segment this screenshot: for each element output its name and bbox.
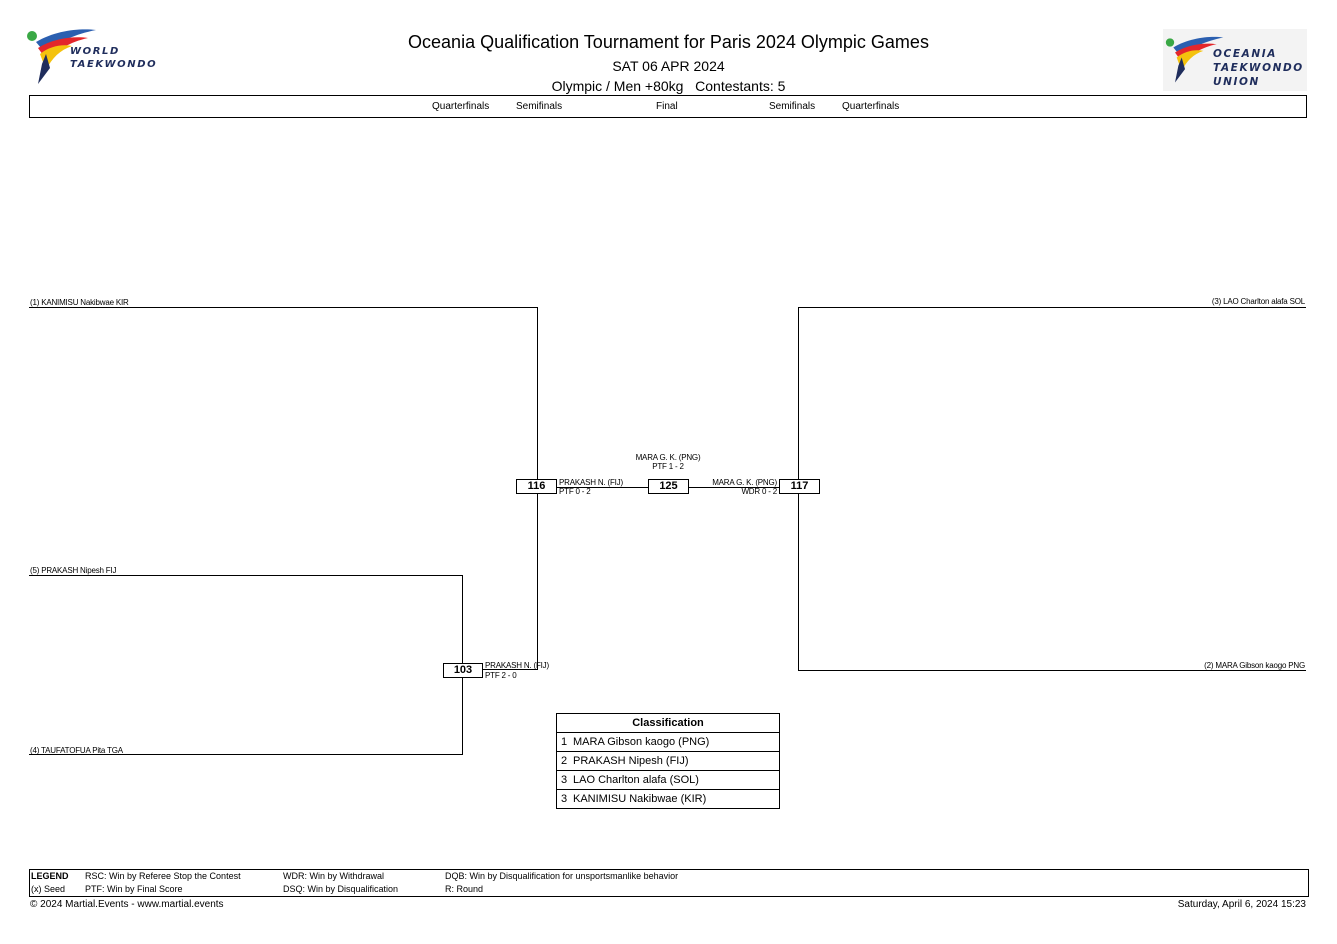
category-line: Olympic / Men +80kg Contestants: 5 — [0, 78, 1337, 94]
oceania-taekwondo-union-logo: OCEANIA TAEKWONDO UNION — [1163, 29, 1307, 91]
match-117-result: WDR 0 - 2 — [741, 487, 777, 496]
category-label: Olympic / Men +80kg — [551, 78, 684, 94]
bracket-line — [29, 575, 463, 576]
classification-rank: 2 — [561, 755, 568, 767]
round-right-quarterfinals: Quarterfinals — [842, 101, 900, 112]
classification-row: 3 LAO Charlton alafa (SOL) — [557, 771, 779, 790]
classification-title: Classification — [557, 714, 779, 733]
bracket-line — [29, 754, 463, 755]
bracket-line — [798, 307, 1306, 308]
classification-name: KANIMISU Nakibwae (KIR) — [573, 793, 707, 805]
match-103-result: PTF 2 - 0 — [485, 671, 517, 680]
classification-row: 1 MARA Gibson kaogo (PNG) — [557, 733, 779, 752]
match-103-winner: PRAKASH N. (FIJ) — [485, 661, 549, 670]
classification-name: LAO Charlton alafa (SOL) — [573, 774, 699, 786]
event-date: SAT 06 APR 2024 — [612, 58, 725, 74]
match-117-number[interactable]: 117 — [779, 479, 820, 494]
athlete-left-bottom: (4) TAUFATOFUA Pita TGA — [30, 746, 123, 755]
match-125-number[interactable]: 125 — [648, 479, 689, 494]
round-final: Final — [656, 101, 678, 112]
match-116-result: PTF 0 - 2 — [559, 487, 591, 496]
contestants-count: Contestants: 5 — [695, 78, 786, 94]
page-title: Oceania Qualification Tournament for Par… — [408, 32, 929, 52]
round-left-semifinals: Semifinals — [516, 101, 563, 112]
classification-rank: 1 — [561, 736, 568, 748]
legend-dqb: DQB: Win by Disqualification for unsport… — [445, 871, 679, 881]
match-116-number[interactable]: 116 — [516, 479, 557, 494]
logo-left-line2: TAEKWONDO — [70, 59, 158, 70]
world-taekwondo-logo: WORLD TAEKWONDO — [26, 28, 166, 88]
legend-round: R: Round — [445, 884, 484, 894]
round-left-quarterfinals: Quarterfinals — [432, 101, 490, 112]
athlete-right-bottom: (2) MARA Gibson kaogo PNG — [1204, 661, 1305, 670]
bracket-line — [29, 307, 538, 308]
footer-copyright: © 2024 Martial.Events - www.martial.even… — [30, 899, 224, 910]
logo-left-line1: WORLD — [70, 46, 120, 57]
classification-rank: 3 — [561, 774, 568, 786]
match-125-result: PTF 1 - 2 — [652, 462, 684, 471]
legend-box: LEGEND (x) Seed RSC: Win by Referee Stop… — [29, 869, 1309, 897]
match-117-winner: MARA G. K. (PNG) — [712, 478, 777, 487]
otu-swoosh-icon — [1165, 36, 1224, 83]
legend-label: LEGEND — [31, 871, 69, 881]
round-header-bar — [29, 95, 1307, 118]
legend-ptf: PTF: Win by Final Score — [85, 884, 183, 894]
athlete-right-top: (3) LAO Charlton alafa SOL — [1211, 297, 1305, 306]
legend-seed: (x) Seed — [31, 884, 66, 894]
match-125-winner: MARA G. K. (PNG) — [635, 453, 701, 462]
wt-swoosh-icon — [27, 29, 96, 84]
classification-row: 2 PRAKASH Nipesh (FIJ) — [557, 752, 779, 771]
legend-rsc: RSC: Win by Referee Stop the Contest — [85, 871, 241, 881]
classification-row: 3 KANIMISU Nakibwae (KIR) — [557, 790, 779, 808]
match-103-number[interactable]: 103 — [443, 663, 483, 678]
classification-name: MARA Gibson kaogo (PNG) — [573, 736, 710, 748]
logo-right-line1: OCEANIA — [1213, 48, 1277, 60]
logo-right-line3: UNION — [1213, 76, 1260, 88]
round-right-semifinals: Semifinals — [769, 101, 816, 112]
match-116-winner: PRAKASH N. (FIJ) — [559, 478, 623, 487]
legend-dsq: DSQ: Win by Disqualification — [283, 884, 399, 894]
athlete-left-mid: (5) PRAKASH Nipesh FIJ — [30, 566, 117, 575]
athlete-left-top: (1) KANIMISU Nakibwae KIR — [30, 298, 129, 307]
bracket-line — [798, 670, 1306, 671]
logo-right-line2: TAEKWONDO — [1213, 62, 1304, 74]
bracket-line — [462, 669, 538, 670]
legend-wdr: WDR: Win by Withdrawal — [283, 871, 385, 881]
footer-timestamp: Saturday, April 6, 2024 15:23 — [1177, 899, 1306, 910]
classification-name: PRAKASH Nipesh (FIJ) — [573, 755, 689, 767]
classification-rank: 3 — [561, 793, 568, 805]
